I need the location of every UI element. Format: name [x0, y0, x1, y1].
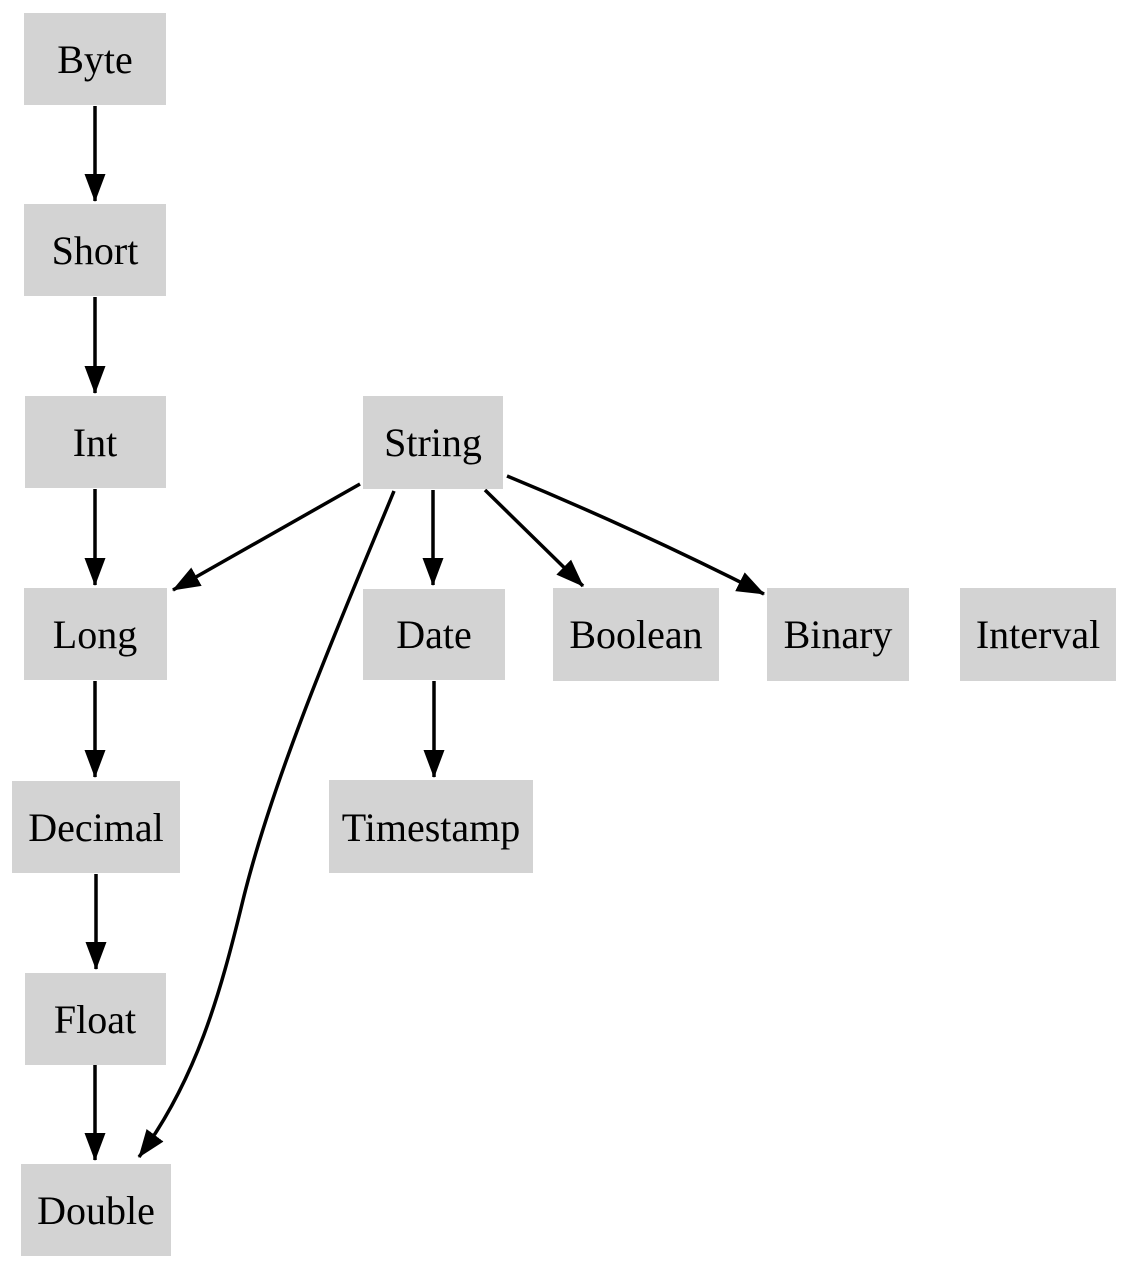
node-byte: Byte — [24, 13, 166, 105]
node-double-label: Double — [37, 1188, 155, 1233]
edge-string-boolean — [483, 488, 585, 588]
node-decimal: Decimal — [12, 781, 180, 873]
node-float: Float — [25, 973, 166, 1065]
node-interval-label: Interval — [976, 612, 1100, 657]
node-short: Short — [24, 204, 166, 296]
node-boolean-label: Boolean — [569, 612, 702, 657]
node-binary: Binary — [767, 588, 909, 681]
node-boolean: Boolean — [553, 588, 719, 681]
node-int: Int — [25, 396, 166, 488]
node-timestamp: Timestamp — [329, 780, 533, 873]
node-int-label: Int — [73, 420, 117, 465]
node-double: Double — [21, 1164, 171, 1256]
node-string-label: String — [384, 420, 482, 465]
node-short-label: Short — [52, 228, 139, 273]
node-long-label: Long — [53, 612, 137, 657]
nodes-layer: Byte Short Int Long Decimal Float — [12, 13, 1116, 1256]
edge-string-binary — [506, 474, 765, 596]
node-binary-label: Binary — [784, 612, 893, 657]
edges-layer — [84, 106, 765, 1161]
edge-string-double — [137, 490, 396, 1159]
node-interval: Interval — [960, 588, 1116, 681]
node-string: String — [363, 396, 503, 489]
node-timestamp-label: Timestamp — [342, 805, 521, 850]
edge-string-long — [172, 482, 361, 592]
node-date: Date — [363, 589, 505, 680]
node-long: Long — [24, 588, 167, 680]
node-date-label: Date — [396, 612, 472, 657]
node-float-label: Float — [54, 997, 136, 1042]
node-byte-label: Byte — [57, 37, 133, 82]
node-decimal-label: Decimal — [28, 805, 164, 850]
